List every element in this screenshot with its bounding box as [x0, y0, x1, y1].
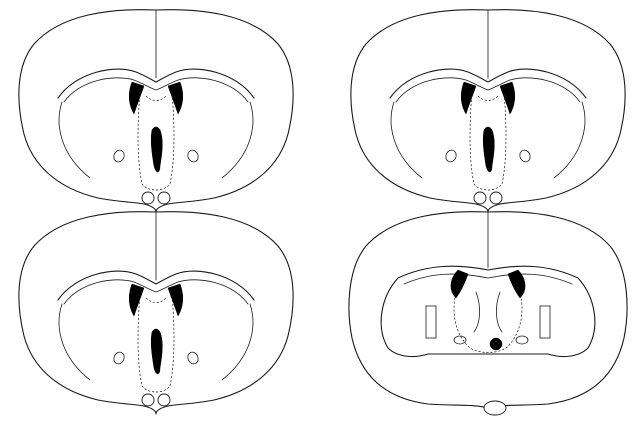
section-top-right — [351, 10, 625, 212]
fornix-right — [496, 292, 502, 332]
lateral-ventricle-left — [461, 82, 476, 114]
lesion-black — [151, 329, 162, 374]
lateral-ventricle-left — [129, 82, 144, 114]
section-bottom-left — [19, 212, 293, 414]
lesion-black — [483, 127, 494, 172]
small-oval-left — [454, 336, 466, 344]
lateral-ventricle-left — [129, 284, 144, 316]
optic-tract-right — [158, 192, 170, 204]
external-capsule-left — [59, 304, 90, 380]
external-capsule-left — [59, 102, 90, 178]
optic-tract-left — [142, 192, 154, 204]
fornix-dashed — [146, 298, 166, 303]
external-capsule-left — [391, 102, 422, 178]
fornix-left — [474, 292, 480, 332]
side-structure-right — [540, 306, 550, 338]
anterior-commissure-left — [112, 350, 126, 365]
anterior-commissure-left — [444, 148, 458, 163]
lateral-ventricle-right — [168, 284, 183, 316]
lateral-ventricle-right — [500, 82, 515, 114]
lesion-black — [151, 127, 162, 172]
external-capsule-right — [554, 102, 585, 178]
section-bottom-right — [349, 212, 627, 415]
pituitary-oval — [484, 401, 506, 415]
corpus-callosum-inner — [404, 274, 572, 284]
hippocampus-boundary — [381, 266, 595, 356]
small-oval-right — [516, 336, 528, 344]
external-capsule-right — [222, 304, 253, 380]
side-structure-left — [426, 306, 436, 338]
fornix-dashed — [478, 96, 498, 101]
anterior-commissure-right — [518, 148, 532, 163]
fornix-dashed — [146, 96, 166, 101]
anterior-commissure-right — [186, 350, 200, 365]
anterior-commissure-left — [112, 148, 126, 163]
optic-tract-left — [142, 394, 154, 406]
optic-tract-right — [158, 394, 170, 406]
optic-tract-left — [474, 192, 486, 204]
lateral-ventricle-right — [168, 82, 183, 114]
external-capsule-right — [222, 102, 253, 178]
section-top-left — [19, 10, 293, 212]
optic-tract-right — [490, 192, 502, 204]
anterior-commissure-right — [186, 148, 200, 163]
lesion-black — [490, 338, 502, 350]
